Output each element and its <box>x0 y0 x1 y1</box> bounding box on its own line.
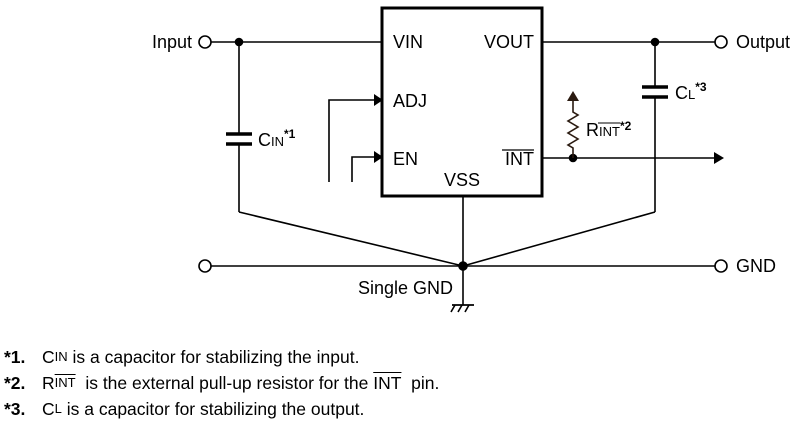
rint-resistor <box>566 100 580 158</box>
pin-vin-label: VIN <box>393 32 423 52</box>
pin-vout-label: VOUT <box>484 32 534 52</box>
footnote-int-pin: INT <box>373 373 402 393</box>
single-gnd-label: Single GND <box>358 278 453 298</box>
int-arrow-icon <box>714 152 724 164</box>
footnote-subscript: L <box>54 401 62 416</box>
footnote-text: is a capacitor for stabilizing the input… <box>67 347 360 367</box>
adj-wire <box>328 99 374 182</box>
gnd-label: GND <box>736 256 776 276</box>
footnote-subscript: IN <box>54 349 68 364</box>
footnote-number: *1. <box>4 347 26 367</box>
footnote-symbol: C <box>42 399 55 419</box>
footnote-number: *2. <box>4 373 26 393</box>
cin-label: CIN*1 <box>258 127 296 150</box>
en-arrow-icon <box>374 151 383 163</box>
gnd-left-terminal <box>198 259 212 273</box>
gnd-right-terminal <box>714 259 728 273</box>
cl-ground-wire <box>462 211 656 267</box>
footnote-number: *3. <box>4 399 26 419</box>
footnote-subscript: INT <box>54 375 76 390</box>
output-label: Output <box>736 32 790 52</box>
ground-icon <box>450 304 474 313</box>
footnote-text: is the external pull-up resistor for the <box>75 373 374 393</box>
pin-adj-label: ADJ <box>393 91 427 111</box>
rint-label: RINT*2 <box>586 119 632 140</box>
cin-ground-wire <box>238 211 464 267</box>
ic-body <box>380 6 544 198</box>
cl-label: CL*3 <box>675 80 707 103</box>
pullup-arrow-icon <box>567 91 579 101</box>
pin-int-label: INT <box>505 149 534 169</box>
footnote-symbol: C <box>42 347 55 367</box>
input-label: Input <box>152 32 192 52</box>
pin-en-label: EN <box>393 149 418 169</box>
footnote-symbol: R <box>42 373 55 393</box>
adj-arrow-icon <box>374 94 383 106</box>
output-terminal <box>714 35 728 49</box>
footnote-tail: pin. <box>401 373 440 393</box>
input-terminal <box>198 35 212 49</box>
footnote-text: is a capacitor for stabilizing the outpu… <box>61 399 365 419</box>
en-wire <box>351 156 374 182</box>
pin-vss-label: VSS <box>444 170 480 190</box>
